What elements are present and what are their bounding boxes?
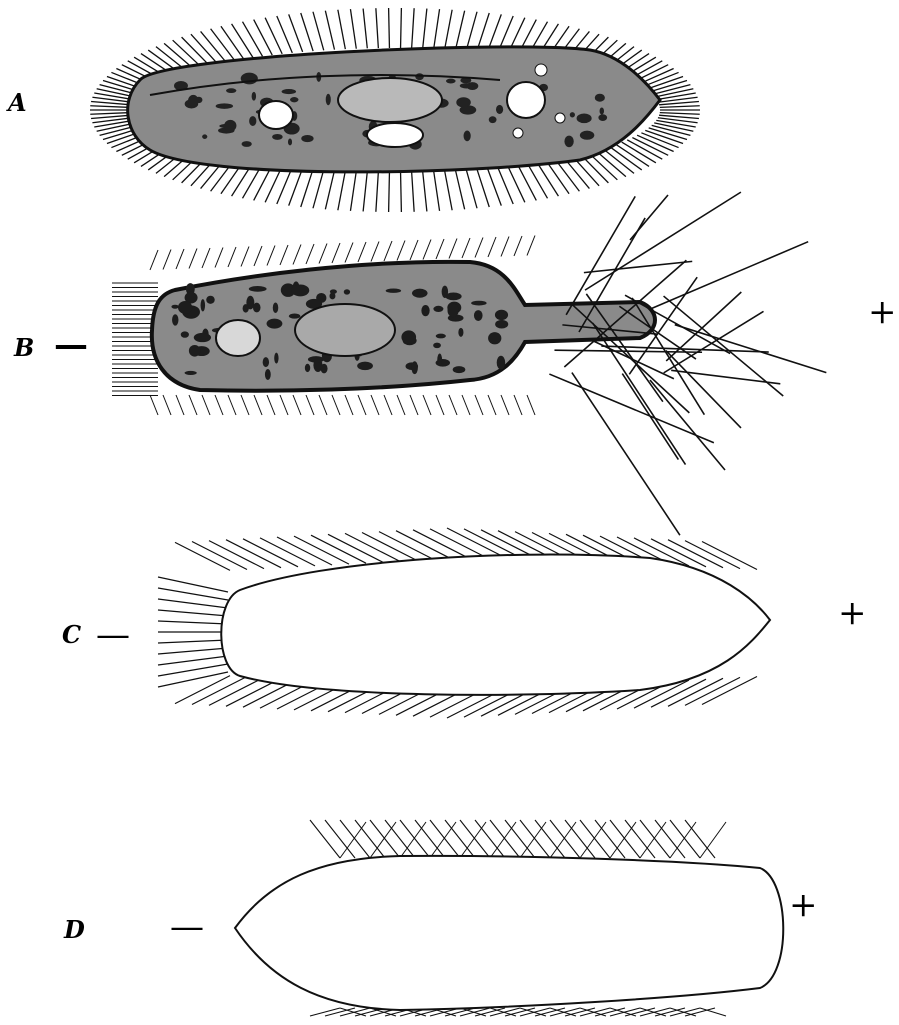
figure-c-plus-sign: + xyxy=(838,596,867,630)
figure-b-plus-sign: + xyxy=(868,295,897,329)
vacuole-a5 xyxy=(555,113,565,123)
figure-a-paramecium xyxy=(90,8,700,212)
figure-d-minus-sign: — xyxy=(170,910,204,944)
vacuole-a1 xyxy=(259,101,293,129)
figure-c-minus-sign: — xyxy=(96,618,130,652)
vacuole-a2 xyxy=(507,82,545,118)
cell-outline-d xyxy=(235,856,783,1010)
nucleus-b xyxy=(295,304,395,356)
figure-label-d: D xyxy=(64,915,85,944)
figure-d-outline xyxy=(235,820,783,1016)
figure-c-outline xyxy=(158,528,770,718)
figure-b-minus-sign: — xyxy=(54,328,88,362)
vacuole-b xyxy=(216,320,260,356)
vacuole-a3 xyxy=(367,123,423,147)
vacuole-a6 xyxy=(513,128,523,138)
figure-label-b: B xyxy=(14,333,34,362)
trichocyst-filaments-b xyxy=(549,192,826,535)
figure-label-a: A xyxy=(8,88,27,117)
figure-b-paramecium-discharging xyxy=(112,192,826,535)
nucleus-a xyxy=(338,78,442,122)
cell-outline-c xyxy=(221,555,770,695)
figure-d-plus-sign: + xyxy=(789,888,818,922)
vacuole-a4 xyxy=(535,64,547,76)
figure-label-c: C xyxy=(62,620,81,649)
